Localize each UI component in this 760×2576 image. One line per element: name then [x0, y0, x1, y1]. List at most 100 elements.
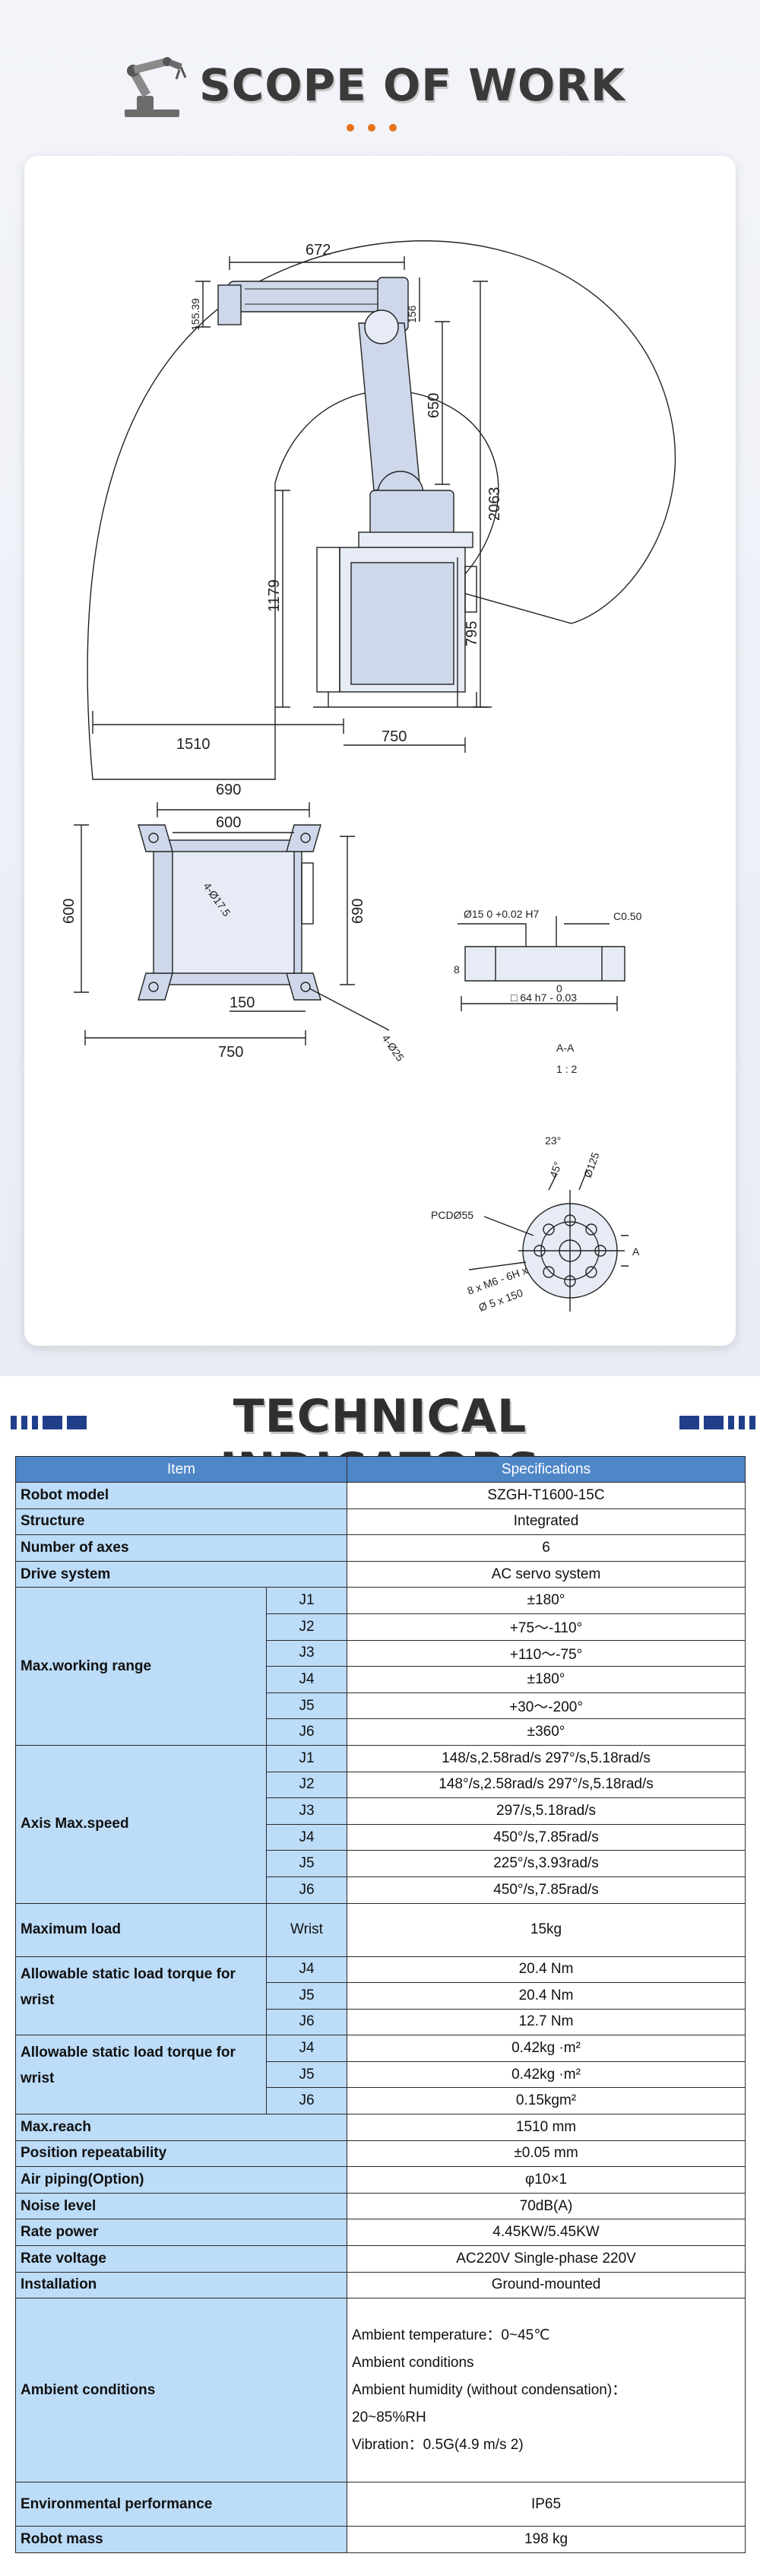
table-row: Position repeatability±0.05 mm: [14, 2140, 746, 2168]
workspace-envelope: [87, 240, 676, 780]
label-a: A: [632, 1245, 640, 1258]
row-value: ±360°: [347, 1718, 746, 1746]
dim-650: 650: [426, 393, 442, 418]
dim-690-right: 690: [350, 899, 366, 924]
row-value: 15kg: [347, 1902, 746, 1957]
joint-label: J3: [265, 1797, 348, 1825]
dim-795: 795: [464, 621, 480, 646]
label-angle-23: 23°: [545, 1134, 561, 1147]
row-value: φ10×1: [347, 2166, 746, 2194]
row-label: Robot model: [14, 1482, 348, 1509]
row-label: Axis Max.speed: [15, 1744, 267, 1904]
row-label: Rate voltage: [14, 2245, 348, 2273]
technical-drawing-card: 672 155.39 156 650 2063 1179 795 1510 75…: [24, 156, 736, 1346]
joint-label: J4: [265, 1956, 348, 1984]
dim-600-top: 600: [216, 814, 241, 831]
dim-672: 672: [306, 242, 331, 259]
row-label: Rate power: [14, 2219, 348, 2247]
row-value: Ground-mounted: [347, 2271, 746, 2299]
table-row: Number of axes 6: [14, 1534, 746, 1562]
row-label: Position repeatability: [14, 2140, 348, 2168]
robot-arm-icon: [125, 57, 187, 117]
joint-label: J5: [265, 1692, 348, 1720]
row-value: ±0.05 mm: [347, 2140, 746, 2168]
row-label: Number of axes: [14, 1534, 348, 1562]
label-bore-h7: Ø15 0 +0.02 H7: [464, 908, 539, 920]
row-value: SZGH-T1600-15C: [347, 1482, 746, 1509]
table-row: Structure Integrated: [14, 1508, 746, 1536]
dim-150: 150: [230, 995, 255, 1011]
joint-label: J2: [265, 1771, 348, 1799]
joint-label: J4: [265, 2035, 348, 2062]
row-value: 198 kg: [347, 2526, 746, 2553]
row-label: Maximum load: [15, 1902, 267, 1957]
row-value: 0.42kg ·m²: [347, 2060, 746, 2089]
row-value: 297/s,5.18rad/s: [347, 1797, 746, 1825]
joint-label: J4: [265, 1666, 348, 1693]
table-row: Drive system AC servo system: [14, 1560, 746, 1588]
row-value: 225°/s,3.93rad/s: [347, 1850, 746, 1877]
table-row: J3+110～-75°: [16, 1639, 746, 1667]
dim-156: 156: [406, 305, 418, 323]
table-row: Environmental performance IP65: [14, 2482, 746, 2527]
scope-header: SCOPE OF WORK: [0, 23, 760, 144]
row-value: 20.4 Nm: [347, 1956, 746, 1984]
title-dots-decoration: [347, 122, 410, 135]
ambient-line: Ambient temperature：0~45℃: [352, 2327, 550, 2343]
row-label: Allowable static load torque for wrist: [15, 1956, 267, 2036]
scope-title: SCOPE OF WORK: [199, 59, 625, 111]
tech-header: TECHNICAL INDICATORS: [0, 1376, 760, 1496]
label-chamfer: C0.50: [613, 910, 642, 922]
dim-600-left: 600: [61, 899, 78, 924]
dim-750-base: 750: [218, 1044, 243, 1061]
joint-label: J5: [265, 1982, 348, 2010]
ambient-line: 20~85%RH: [352, 2409, 426, 2425]
ambient-line: Ambient humidity (without condensation)：: [352, 2381, 627, 2398]
row-value: 20.4 Nm: [347, 1982, 746, 2010]
technical-drawing: 672 155.39 156 650 2063 1179 795 1510 75…: [61, 240, 676, 1314]
row-value: 1510 mm: [347, 2114, 746, 2141]
table-row: J6±360°: [16, 1718, 746, 1746]
row-value: Integrated: [347, 1508, 746, 1536]
row-value: 148°/s,2.58rad/s 297°/s,5.18rad/s: [347, 1771, 746, 1799]
joint-label: J5: [265, 1850, 348, 1877]
table-row: Allowable static load torque for wrist J…: [15, 2035, 746, 2115]
row-value: AC servo system: [347, 1560, 746, 1588]
technical-indicators-section: TECHNICAL INDICATORS Item Specifications…: [0, 1376, 760, 2576]
table-row: J2+75～-110°: [16, 1613, 746, 1641]
joint-label: J3: [265, 1639, 348, 1667]
row-label: Ambient conditions: [14, 2298, 348, 2483]
label-depth-8: 8: [454, 963, 460, 976]
row-value: 148/s,2.58rad/s 297°/s,5.18rad/s: [347, 1744, 746, 1772]
table-row: Robot mass 198 kg: [14, 2526, 746, 2553]
label-scale: 1 : 2: [556, 1063, 577, 1075]
row-value: +75～-110°: [347, 1613, 746, 1641]
row-value: +30～-200°: [347, 1692, 746, 1720]
row-label: Air piping(Option): [14, 2166, 348, 2194]
joint-label: J6: [265, 2087, 348, 2115]
row-label: Max.reach: [14, 2114, 348, 2141]
dim-750: 750: [382, 728, 407, 745]
joint-label: J6: [265, 2008, 348, 2036]
col-spec-header: Specifications: [347, 1456, 746, 1483]
row-value: ±180°: [347, 1666, 746, 1693]
dim-155-39: 155.39: [189, 298, 201, 331]
joint-label: J6: [265, 1876, 348, 1904]
table-row: Allowable static load torque for wrist J…: [15, 1956, 746, 2036]
dim-1510: 1510: [176, 736, 211, 753]
row-label: Max.working range: [15, 1587, 267, 1746]
row-value: 450°/s,7.85rad/s: [347, 1823, 746, 1851]
joint-label: J2: [265, 1613, 348, 1641]
ambient-line: Vibration：0.5G(4.9 m/s 2): [352, 2436, 524, 2453]
row-value: 6: [347, 1534, 746, 1562]
table-row: Maximum load Wrist 15kg: [15, 1902, 746, 1957]
